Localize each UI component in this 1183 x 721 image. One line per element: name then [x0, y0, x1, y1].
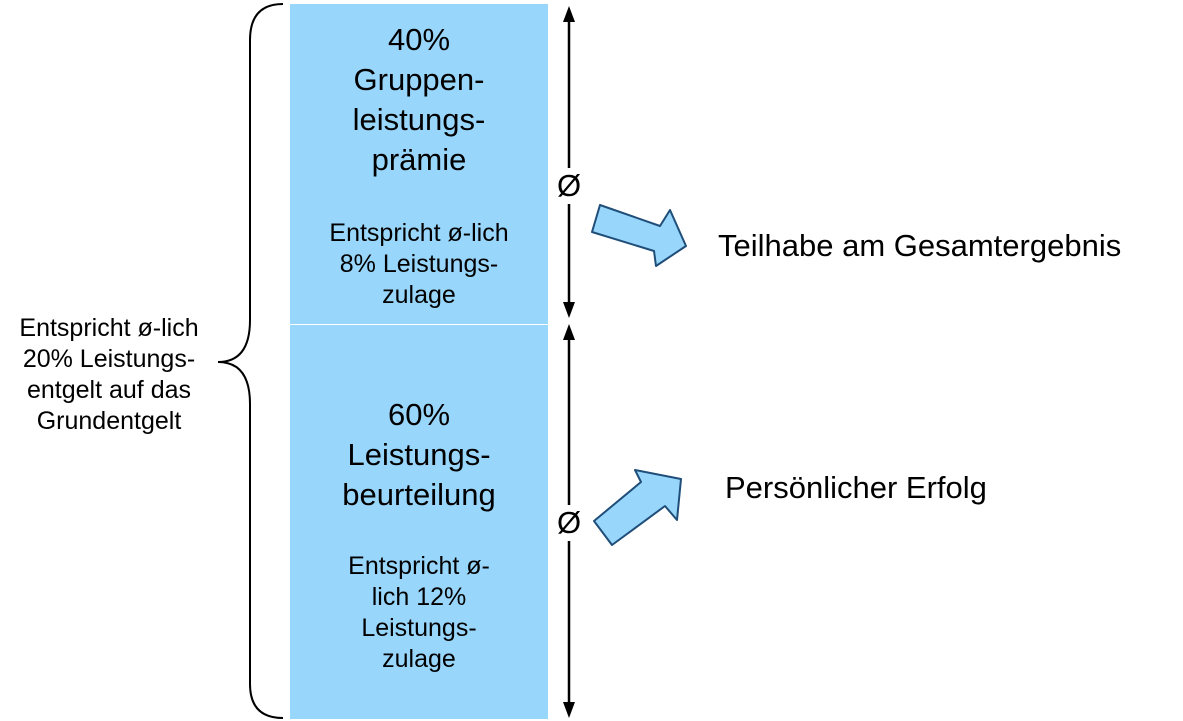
- outcome-personal-success: Persönlicher Erfolg: [725, 470, 987, 505]
- average-symbol: Ø: [556, 505, 583, 541]
- average-symbol: Ø: [556, 168, 583, 204]
- heading-line: prämie: [371, 142, 467, 177]
- side-note-line: Entspricht ø-lich: [19, 314, 199, 342]
- block-arrow-upright-icon: [593, 469, 682, 546]
- note-line: 8% Leistungs-: [339, 250, 499, 278]
- group-bonus-box: 40% Gruppen- leistungs- prämie Entsprich…: [290, 4, 548, 324]
- side-note-line: Grundentgelt: [36, 407, 182, 435]
- total-share-note: Entspricht ø-lich 20% Leistungs- entgelt…: [0, 313, 218, 437]
- performance-review-box: 60% Leistungs- beurteilung Entspricht ø-…: [290, 325, 548, 719]
- note-line: Leistungs-: [361, 614, 477, 642]
- side-note-line: entgelt auf das: [26, 376, 191, 404]
- top-range-arrow: [563, 6, 575, 318]
- note-line: Entspricht ø-lich: [329, 219, 509, 247]
- note-line: zulage: [382, 645, 456, 673]
- group-bonus-heading: 40% Gruppen- leistungs- prämie: [290, 20, 548, 180]
- heading-line: leistungs-: [352, 102, 486, 137]
- heading-line: 40%: [387, 22, 451, 57]
- note-line: zulage: [382, 281, 456, 309]
- performance-review-note: Entspricht ø- lich 12% Leistungs- zulage: [290, 551, 548, 675]
- note-line: lich 12%: [371, 583, 467, 611]
- outcome-overall-result: Teilhabe am Gesamtergebnis: [718, 228, 1122, 263]
- heading-line: beurteilung: [342, 477, 496, 512]
- block-arrow-right-icon: [591, 204, 687, 267]
- performance-review-heading: 60% Leistungs- beurteilung: [290, 395, 548, 515]
- heading-line: Leistungs-: [347, 437, 491, 472]
- curly-brace: [217, 3, 284, 719]
- heading-line: Gruppen-: [353, 62, 485, 97]
- heading-line: 60%: [387, 397, 451, 432]
- group-bonus-note: Entspricht ø-lich 8% Leistungs- zulage: [290, 218, 548, 311]
- note-line: Entspricht ø-: [348, 552, 490, 580]
- side-note-line: 20% Leistungs-: [22, 345, 196, 373]
